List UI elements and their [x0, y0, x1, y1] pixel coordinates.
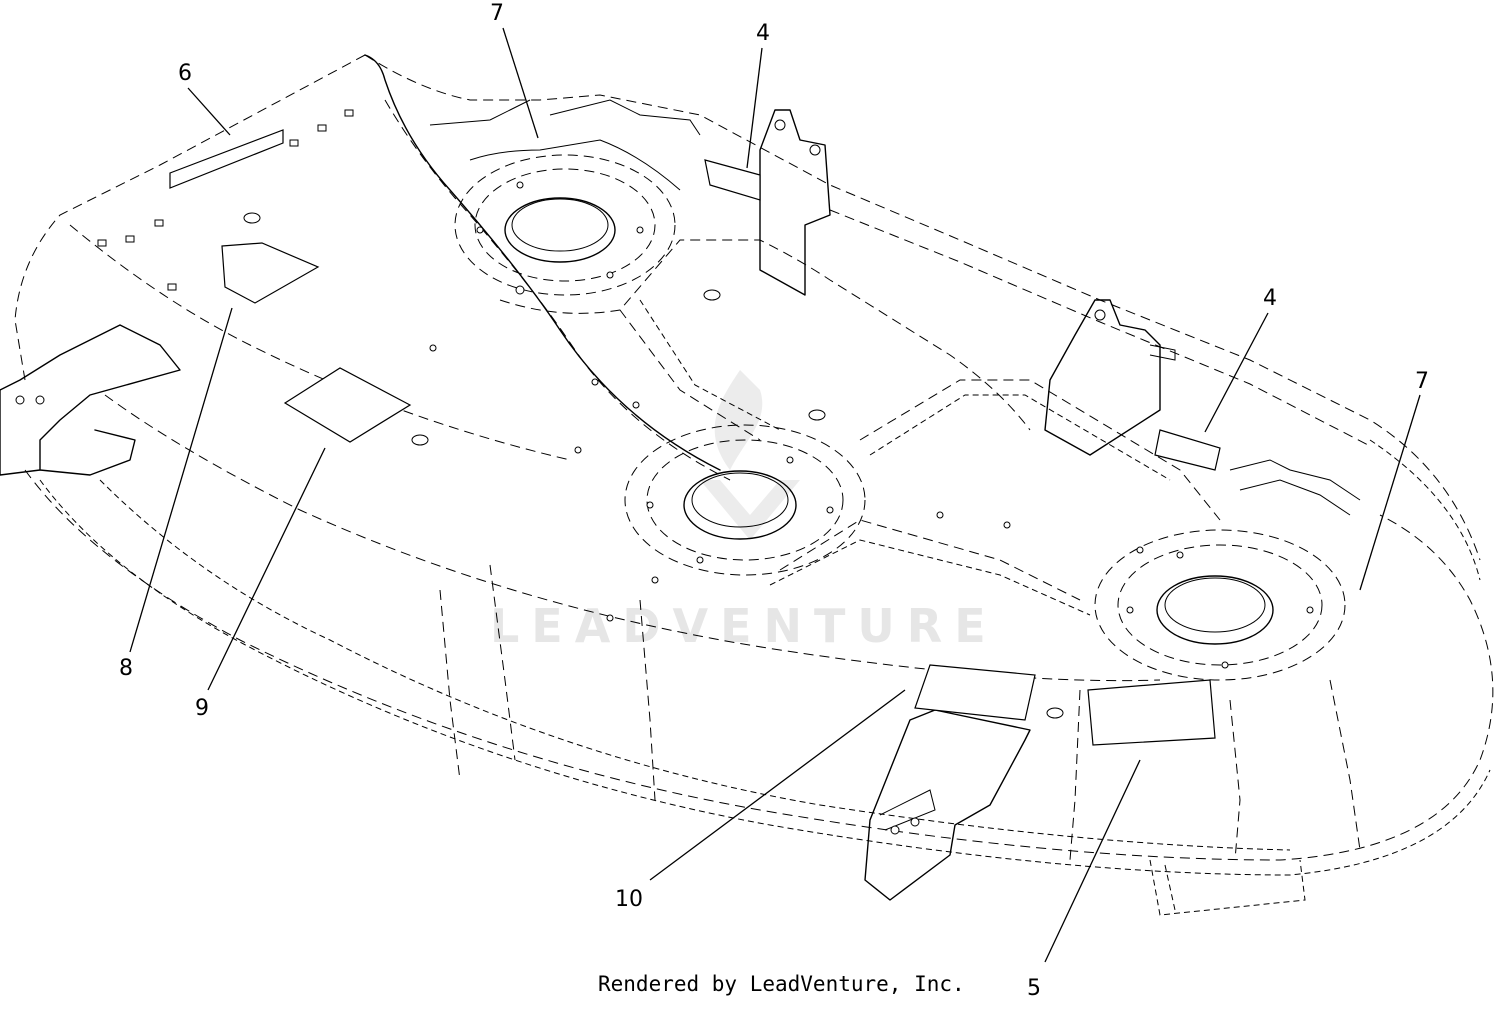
leader-lines: [129, 27, 1421, 963]
decal-4-right: [1154, 429, 1221, 471]
leader-8: [129, 307, 233, 653]
callout-numbers: 7 4 6 4 7 8 9 10 5: [119, 1, 1429, 1001]
front-chute: [864, 709, 1031, 901]
rear-edge-details: [549, 99, 1361, 516]
left-side-chute: [0, 324, 181, 476]
callout-9: 9: [195, 696, 209, 721]
decal-10: [914, 664, 1036, 721]
decal-4-left: [704, 159, 761, 201]
belt-channel: [429, 99, 1221, 616]
callout-7-top: 7: [490, 1, 504, 26]
deck-shell: [14, 54, 1494, 876]
render-credit: Rendered by LeadVenture, Inc.: [598, 972, 965, 996]
leader-6: [187, 87, 231, 136]
callout-8: 8: [119, 656, 133, 681]
callout-5: 5: [1027, 976, 1041, 1001]
callout-4-right: 4: [1263, 286, 1277, 311]
left-spindle: [454, 154, 676, 296]
leader-10: [649, 689, 906, 881]
watermark-text: LEADVENTURE: [490, 599, 998, 653]
mount-bracket-left: [759, 109, 831, 296]
center-spindle: [624, 424, 866, 576]
decal-5: [1087, 679, 1216, 746]
leader-4-right: [1204, 312, 1269, 433]
mount-bracket-right: [1044, 299, 1176, 456]
deck-holes: [97, 109, 1144, 719]
leader-9: [207, 447, 326, 691]
front-skirt: [439, 564, 1361, 916]
decal-8: [221, 242, 320, 304]
right-spindle: [1094, 529, 1346, 681]
callout-10: 10: [615, 887, 643, 912]
decal-6: [169, 129, 284, 189]
leader-7-right: [1359, 394, 1421, 591]
callout-6: 6: [178, 61, 192, 86]
decal-9: [283, 367, 412, 443]
callout-4-left: 4: [756, 21, 770, 46]
leadventure-watermark: LEADVENTURE: [490, 370, 998, 653]
callout-7-right: 7: [1415, 369, 1429, 394]
leader-4-left: [746, 47, 763, 169]
leader-7-top: [502, 27, 539, 139]
leader-5: [1044, 759, 1141, 963]
